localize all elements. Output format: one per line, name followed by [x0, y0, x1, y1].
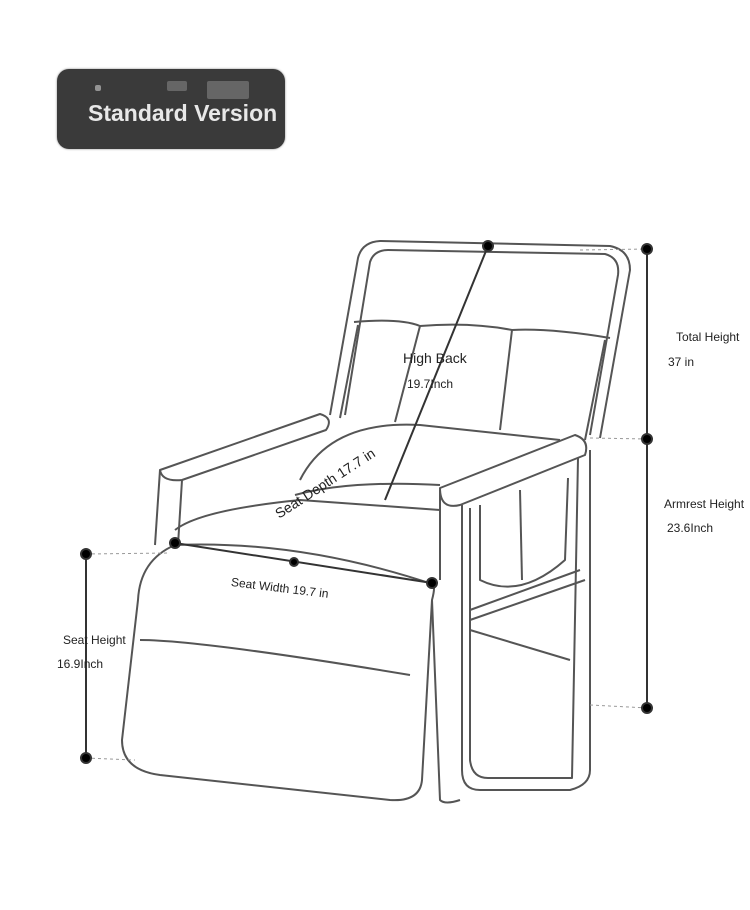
seat-height-bottom-marker: [80, 752, 92, 764]
total-height-label: Total Height: [676, 330, 740, 344]
dimension-lines: [80, 240, 653, 764]
seat-width-left-marker: [169, 537, 181, 549]
seat-height-label: Seat Height: [63, 633, 126, 647]
total-height-top-marker: [641, 243, 653, 255]
chair-outline: [121, 240, 631, 804]
high-back-label: High Back: [403, 350, 467, 366]
armrest-height-label: Armrest Height: [664, 497, 745, 511]
armrest-height-marker: [641, 433, 653, 445]
version-badge-label: Standard Version: [88, 100, 278, 126]
seat-height-top-marker: [80, 548, 92, 560]
seat-height-value: 16.9Inch: [57, 657, 104, 671]
total-height-bottom-marker: [641, 702, 653, 714]
seat-width-right-marker: [426, 577, 438, 589]
seat-depth-marker: [289, 557, 299, 567]
high-back-top-marker: [482, 240, 494, 252]
guide-lines: [85, 248, 649, 761]
version-badge: Standard Version: [57, 69, 285, 149]
high-back-value: 19.7Inch: [407, 377, 454, 391]
total-height-value: 37 in: [668, 355, 695, 369]
armrest-height-value: 23.6Inch: [667, 521, 714, 535]
